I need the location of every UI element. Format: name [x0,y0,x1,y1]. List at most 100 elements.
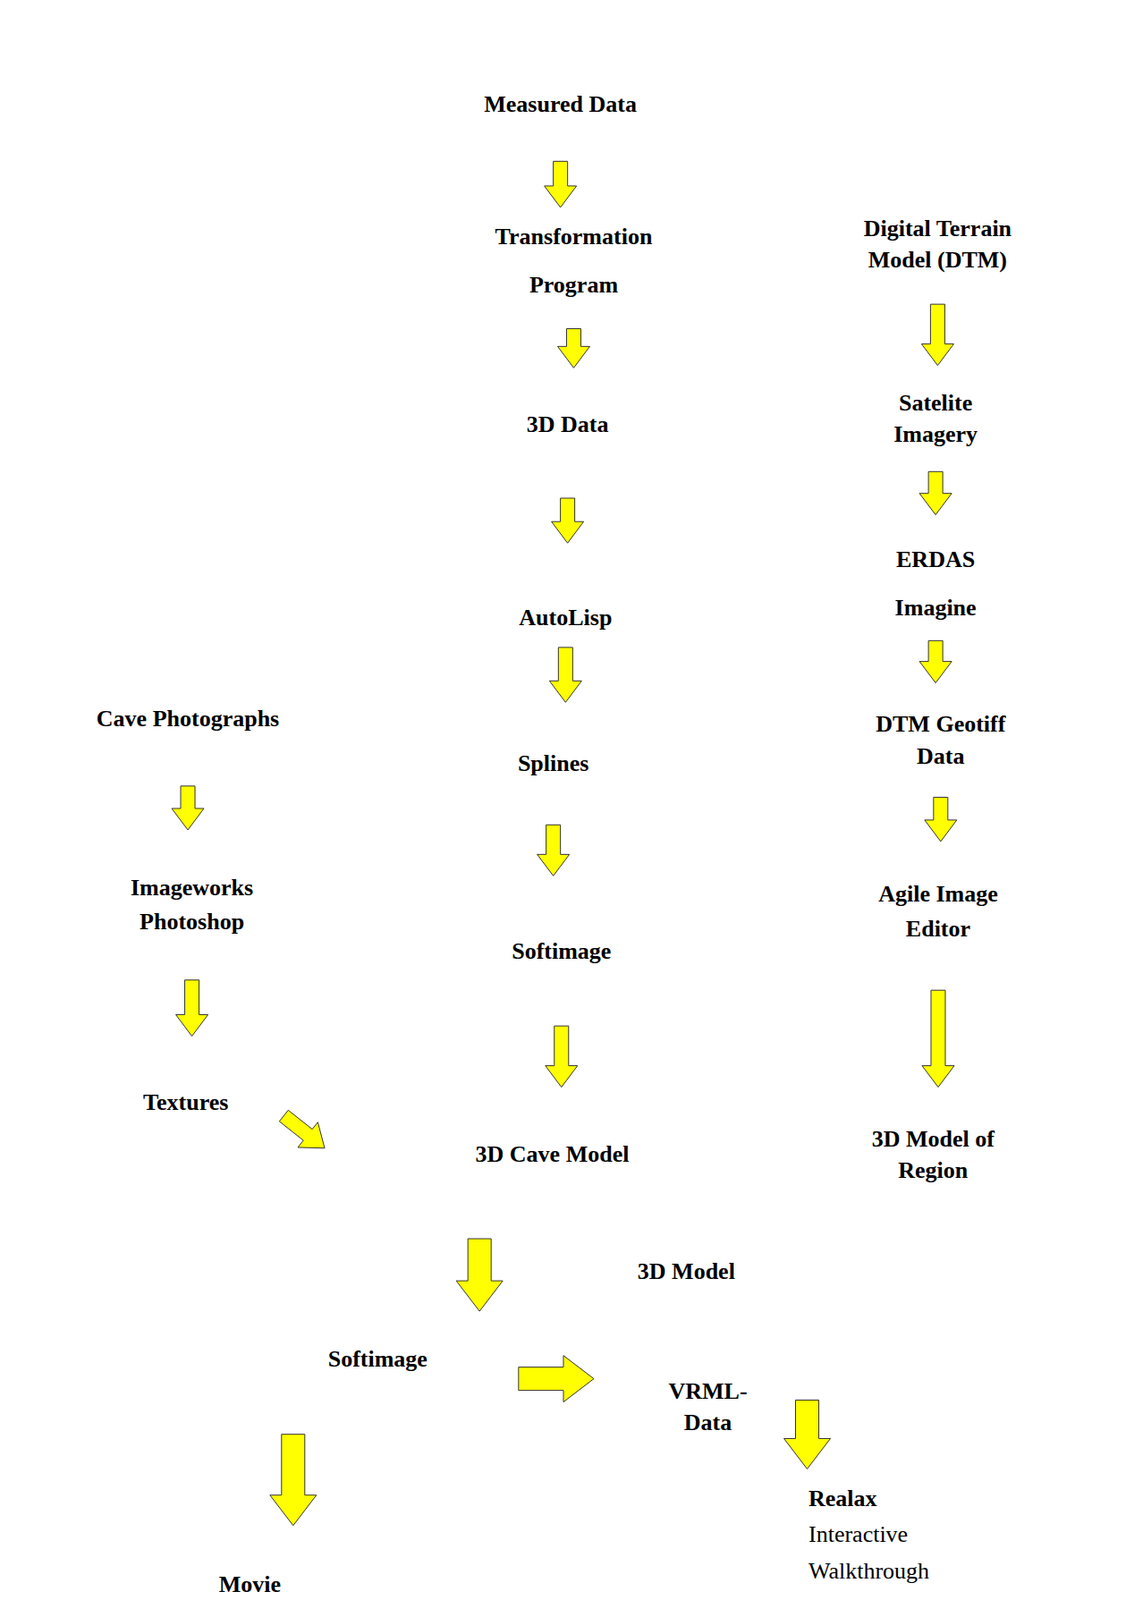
process-box: ERDAS Imagine [795,510,1076,660]
person-hair [1088,1487,1118,1499]
ellipse-shape [431,703,675,824]
process-ellipse: 3D Model of Region [809,1087,1057,1223]
river [122,1413,715,1496]
flow-arrow [518,1355,594,1403]
cave-texture-shade [65,341,409,660]
ellipse-outline [818,668,1063,813]
ellipse-shape [299,1057,1123,1255]
dtm-texture [786,12,1121,405]
terrain-texture [110,959,1123,1542]
monitor-icon [1005,1502,1085,1570]
flow-arrow [924,796,957,841]
flow-arrow [919,471,952,515]
node-label: Realax [808,1481,878,1517]
model-group-ellipse: 3D Cave Model3D Model of Region3D Model [298,1056,1123,1256]
dtm-valleys [846,30,1072,389]
frame-line [0,0,1126,3]
cassette-window [79,1532,121,1554]
process-ellipse: 3D Data [448,350,686,500]
node-label: Textures [143,1086,229,1118]
dtm-void [791,16,833,190]
process-ellipse: Digital Terrain Model (DTM) [813,183,1062,305]
node-label: Softimage [328,1341,428,1377]
terrain-render [110,959,1123,1542]
node-label: 3D Model of Region [871,1123,995,1186]
box-outline [798,831,1079,991]
snow-mountain [110,980,421,1348]
cassette-mark [96,1521,103,1524]
process-ellipse: DTM Geotiff Data [818,668,1063,813]
ellipse-outline [813,352,1059,485]
flow-arrow [537,824,570,876]
process-box: AutoLisp [424,542,707,693]
process-box: Agile Image Editor [798,831,1079,991]
ellipse-outline [584,1340,832,1474]
flow-arrow [544,160,577,208]
box-outline [435,194,712,330]
ellipse-shape [586,1343,830,1471]
box-outline [8,1464,333,1600]
node-label: 3D Data [526,408,610,441]
process-ellipse: VRML-Data [584,1340,832,1474]
flow-arrow [921,304,954,365]
flow-arrow [784,1399,831,1469]
mountain-ridge [531,1236,981,1298]
node-label: DTM Geotiff Data [870,708,1012,771]
node-label: AutoLisp [518,600,612,635]
node-label: ERDAS Imagine [865,535,1007,634]
flow-arrow [456,1238,503,1312]
node-label: Movie [219,1571,281,1599]
node-label: Measured Data [483,88,637,120]
cave-texture-light [65,341,409,660]
process-ellipse: Measured Data [433,9,687,199]
process-ellipse: 3D Cave Model [428,1087,676,1223]
cassette-icon [25,1508,177,1593]
ellipse-shape [814,353,1057,483]
node-label: Interactive Walkthrough [808,1516,970,1590]
box-outline [795,510,1076,660]
process-ellipse: Satelite Imagery [813,352,1059,485]
flow-arrow [557,329,590,369]
listing-lines [369,73,704,374]
ellipse-shape [64,1037,307,1168]
town [704,469,797,819]
node-label: Agile Image Editor [854,876,1023,947]
process-box: Imageworks Photoshop [50,829,333,981]
person-body [1075,1525,1119,1599]
node-label: Splines [517,747,590,779]
node-label: Digital Terrain Model (DTM) [848,212,1028,276]
box-outline [50,829,333,981]
node-label: 3D Model [637,1257,736,1286]
flow-arrow [919,640,952,683]
mountain-shadow [110,980,255,1348]
process-box: Softimage [237,1284,519,1435]
leader-line [412,409,472,417]
ellipse-shape [67,652,310,786]
output-box: RealaxInteractive Walkthrough [801,1464,1121,1600]
person-head [1088,1488,1118,1517]
cave-texture [63,339,411,662]
process-box: Transformation Program [435,194,712,330]
node-label: Softimage [511,933,611,969]
frame-line [0,0,3,1493]
output-box: Movie [8,1464,333,1600]
flow-arrow [270,1434,317,1526]
flow-arrow [551,498,585,543]
ellipse-shape [814,185,1060,304]
flow-arrow [549,647,582,703]
node-label: Transformation Program [463,212,685,311]
flow-arrow [176,980,209,1037]
process-box: Softimage [420,875,703,1026]
ellipse-shape [429,1087,676,1221]
ellipse-shape [451,353,684,497]
node-label: Cave Photographs [96,702,280,735]
flow-arrow [922,990,955,1087]
ellipse-outline [298,1056,1123,1256]
node-label: VRML-Data [655,1375,760,1439]
flow-arrow [171,786,204,830]
flow-arrow [545,1025,578,1087]
data-listing [361,60,710,391]
dtm-image [784,9,1124,407]
process-ellipse: Textures [63,1036,309,1169]
flow-arrow [279,1109,325,1148]
